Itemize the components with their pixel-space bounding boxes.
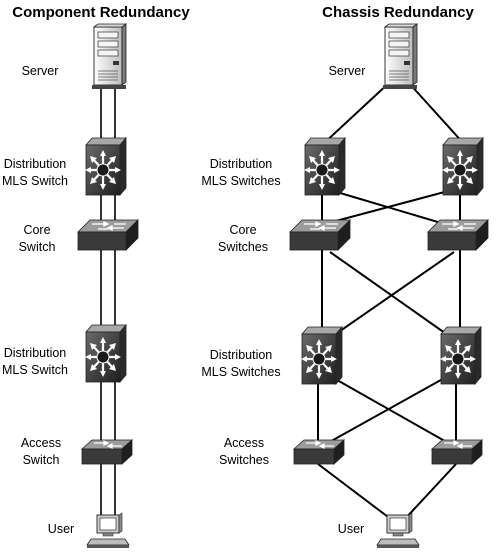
core-label: Core (23, 223, 50, 237)
server-icon (382, 23, 418, 90)
mls-switch-icon (83, 323, 128, 384)
server-icon (91, 23, 127, 90)
distribution-label: Distribution (210, 348, 273, 362)
core-switch-icon (77, 219, 139, 251)
core-switch-label: Switch (19, 240, 56, 254)
user-label: User (48, 522, 74, 536)
mls-switch-label: MLS Switch (2, 174, 68, 188)
mls-switches-label: MLS Switches (201, 174, 280, 188)
mls-switches-label: MLS Switches (201, 365, 280, 379)
core-switches-label: Switches (218, 240, 268, 254)
mls-switch-label: MLS Switch (2, 363, 68, 377)
core-label: Core (229, 223, 256, 237)
mls-switch-icon (302, 136, 347, 197)
mls-switch-icon (438, 325, 483, 386)
distribution-label: Distribution (210, 157, 273, 171)
access-switch-label: Switch (23, 453, 60, 467)
access-label: Access (224, 436, 264, 450)
distribution-label: Distribution (4, 157, 67, 171)
chassis-redundancy-title: Chassis Redundancy (322, 4, 474, 21)
access-switch-icon (293, 439, 345, 465)
core-switch-icon (427, 219, 489, 251)
access-switch-icon (431, 439, 483, 465)
workstation-icon (86, 512, 130, 549)
distribution-label: Distribution (4, 346, 67, 360)
user-label: User (338, 522, 364, 536)
core-switch-icon (289, 219, 351, 251)
mls-switch-icon (83, 136, 128, 197)
server-label: Server (329, 64, 366, 78)
mls-switch-icon (440, 136, 485, 197)
access-label: Access (21, 436, 61, 450)
server-label: Server (22, 64, 59, 78)
access-switches-label: Switches (219, 453, 269, 467)
workstation-icon (376, 512, 420, 549)
access-switch-icon (81, 439, 133, 465)
mls-switch-icon (299, 325, 344, 386)
component-redundancy-title: Component Redundancy (12, 4, 190, 21)
